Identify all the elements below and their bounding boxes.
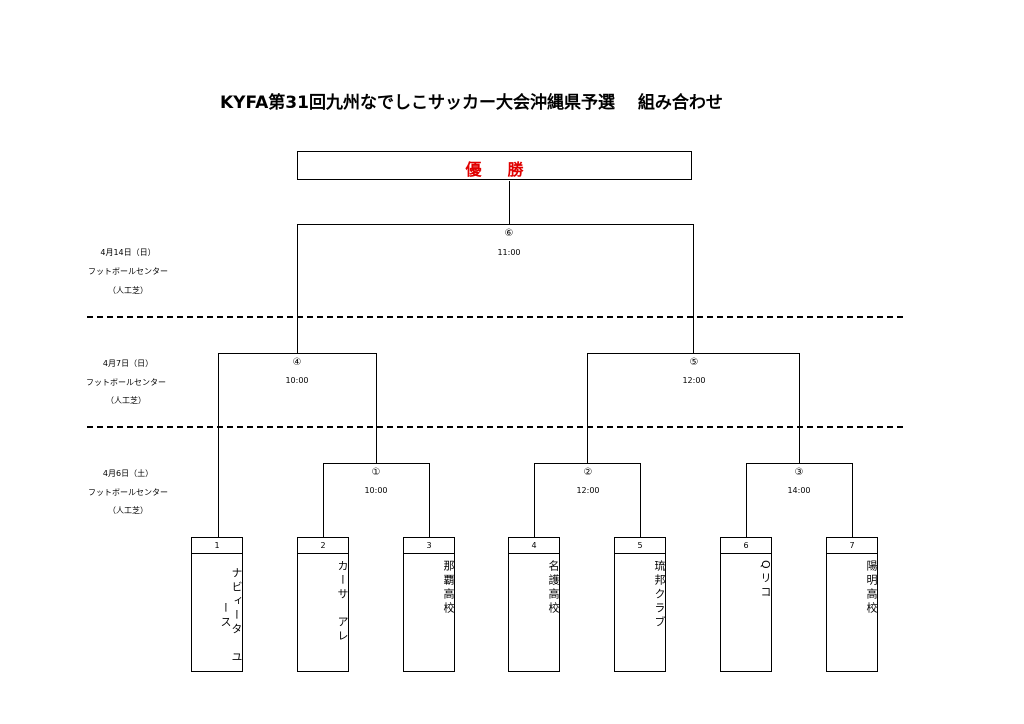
bracket-line [534, 463, 535, 537]
team-name: Qリコ [759, 560, 772, 600]
team-name: カーサ アレ [336, 560, 349, 644]
bracket-line [429, 463, 430, 537]
match-time: 10:00 [285, 376, 309, 385]
bracket-line [323, 463, 324, 537]
bracket-line [218, 353, 219, 537]
match-number: ⑥ [504, 228, 514, 239]
match-number: ② [583, 467, 593, 478]
bracket-line [746, 463, 853, 464]
round-separator [87, 316, 903, 318]
bracket-line [509, 181, 510, 224]
team-box: 3 那覇高校 [403, 537, 455, 672]
round-separator [87, 426, 903, 428]
team-number: 2 [298, 538, 348, 554]
bracket-line [852, 463, 853, 537]
round-surface: （人工芝） [108, 286, 148, 295]
team-box: 1 ナビィータ ユース [191, 537, 243, 672]
team-name: ナビィータ ユース [219, 566, 243, 665]
round-venue: フットボールセンター [88, 267, 168, 276]
team-name: 陽明高校 [865, 560, 878, 616]
bracket-line [297, 224, 694, 225]
champion-label: 優勝 [465, 160, 550, 179]
match-number: ① [371, 467, 381, 478]
team-number: 4 [509, 538, 559, 554]
bracket-line [587, 353, 800, 354]
bracket-line [693, 224, 694, 353]
match-time: 10:00 [364, 486, 388, 495]
team-number: 5 [615, 538, 665, 554]
round-venue: フットボールセンター [88, 488, 168, 497]
team-box: 6 Qリコ [720, 537, 772, 672]
round-date: 4月14日（日） [100, 248, 156, 257]
team-name: 那覇高校 [442, 560, 455, 616]
round-date: 4月6日（土） [102, 469, 154, 478]
bracket-line [746, 463, 747, 537]
bracket-line [297, 224, 298, 353]
team-box: 2 カーサ アレ [297, 537, 349, 672]
bracket-line [218, 353, 377, 354]
team-number: 1 [192, 538, 242, 554]
match-number: ④ [292, 357, 302, 368]
match-time: 14:00 [787, 486, 811, 495]
team-box: 7 陽明高校 [826, 537, 878, 672]
team-name: 琉邦クラブ [653, 560, 666, 630]
bracket-line [376, 353, 377, 463]
bracket-line [640, 463, 641, 537]
match-number: ③ [794, 467, 804, 478]
team-number: 3 [404, 538, 454, 554]
team-box: 5 琉邦クラブ [614, 537, 666, 672]
team-box: 4 名護高校 [508, 537, 560, 672]
round-date: 4月7日（日） [102, 359, 154, 368]
match-time: 12:00 [682, 376, 706, 385]
match-time: 12:00 [576, 486, 600, 495]
round-venue: フットボールセンター [86, 378, 166, 387]
bracket-line [587, 353, 588, 463]
team-number: 7 [827, 538, 877, 554]
team-name: 名護高校 [547, 560, 560, 616]
champion-box: 優勝 [297, 151, 692, 180]
team-number: 6 [721, 538, 771, 554]
page-title: KYFA第31回九州なでしこサッカー大会沖縄県予選 組み合わせ [220, 93, 723, 113]
round-surface: （人工芝） [108, 506, 148, 515]
match-time: 11:00 [497, 248, 521, 257]
round-surface: （人工芝） [106, 396, 146, 405]
bracket-line [799, 353, 800, 463]
bracket-line [534, 463, 641, 464]
match-number: ⑤ [689, 357, 699, 368]
bracket-line [323, 463, 430, 464]
